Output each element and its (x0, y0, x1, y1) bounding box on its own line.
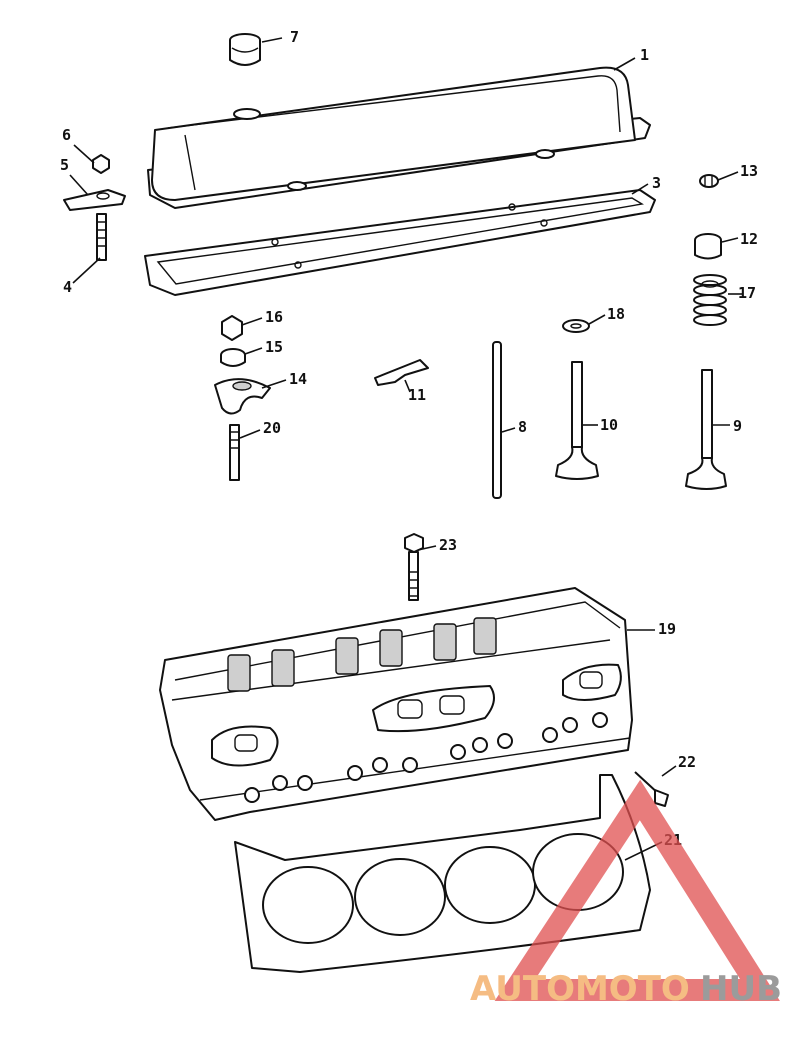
callout-7: 7 (290, 28, 299, 46)
callout-12: 12 (740, 230, 758, 248)
part-8-push-rod (492, 341, 502, 499)
part-17-valve-spring (693, 274, 727, 326)
watermark-text-hub: HUB (700, 969, 782, 1009)
part-6-nut (92, 154, 110, 174)
part-5-bracket (63, 189, 126, 211)
callout-14: 14 (289, 370, 307, 388)
part-11-guide-plate (374, 359, 429, 386)
part-12-oil-shedder (694, 233, 722, 260)
callout-6: 6 (62, 126, 71, 144)
head-valve-springs (227, 617, 497, 692)
part-4-stud (96, 213, 107, 261)
part-18-washer (562, 319, 590, 333)
callout-13: 13 (740, 162, 758, 180)
part-10-intake-valve (555, 361, 599, 480)
callout-22: 22 (678, 753, 696, 771)
part-14-rocker-arm (214, 378, 271, 415)
callout-20: 20 (263, 419, 281, 437)
callout-18: 18 (607, 305, 625, 323)
callout-23: 23 (439, 536, 457, 554)
callout-8: 8 (518, 418, 527, 436)
callout-15: 15 (265, 338, 283, 356)
part-16-nut (221, 315, 243, 341)
automotohub-watermark: AUTOMOTO HUB (470, 779, 782, 1009)
callout-16: 16 (265, 308, 283, 326)
part-23-head-bolt (404, 533, 424, 601)
callout-1: 1 (640, 46, 649, 64)
part-13-valve-keeper (699, 174, 719, 188)
part-20-stud (229, 424, 240, 481)
callout-labels: 7 1 3 4 5 6 8 9 10 11 12 13 14 15 16 17 … (60, 28, 758, 849)
callout-11: 11 (408, 386, 426, 404)
part-15-ball (220, 348, 246, 367)
part-3-rocker-cover-gasket (144, 189, 656, 296)
part-9-exhaust-valve (685, 369, 727, 490)
callout-3: 3 (652, 174, 661, 192)
part-7-oil-filler-cap (229, 33, 261, 66)
callout-4: 4 (63, 278, 72, 296)
callout-19: 19 (658, 620, 676, 638)
callout-17: 17 (738, 284, 756, 302)
part-1-rocker-cover (147, 66, 651, 209)
warning-triangle-logo (494, 779, 780, 1001)
watermark-text-automoto: AUTOMOTO (470, 969, 690, 1009)
part-19-cylinder-head (159, 587, 633, 821)
leader-lines (69, 37, 742, 861)
callout-9: 9 (733, 417, 742, 435)
part-22-bolt (634, 771, 669, 807)
callout-5: 5 (60, 156, 69, 174)
callout-10: 10 (600, 416, 618, 434)
